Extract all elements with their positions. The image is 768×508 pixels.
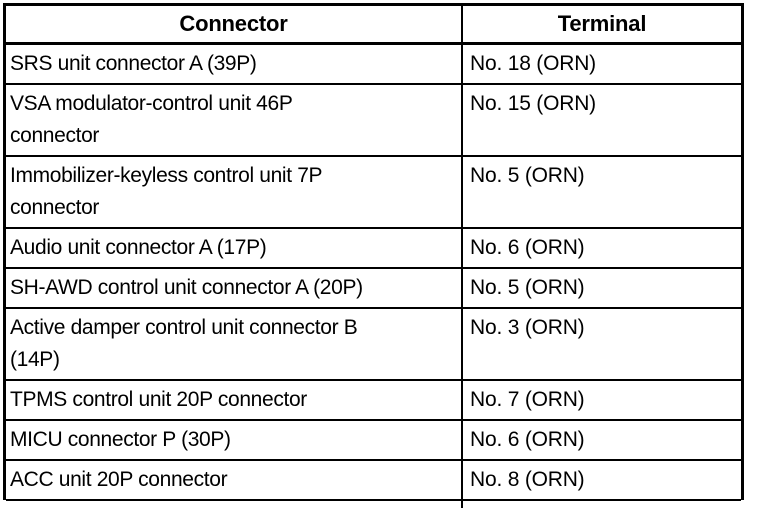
cell-connector: MICU connector P (30P) xyxy=(6,420,463,461)
table-row: SRS unit connector A (39P)No. 18 (ORN) xyxy=(6,43,741,85)
table-row: MICU connector P (30P)No. 6 (ORN) xyxy=(6,420,741,461)
table-header: Connector Terminal xyxy=(6,6,741,45)
cell-terminal: No. 5 (ORN) xyxy=(462,156,741,229)
table-row: Active damper control unit connector B (… xyxy=(6,308,741,381)
cell-connector: SH-AWD control unit connector A (20P) xyxy=(6,268,463,309)
cell-connector: TPMS control unit 20P connector xyxy=(6,380,463,421)
cell-connector: ACC unit 20P connector xyxy=(6,460,463,501)
cell-terminal: No. 6 (ORN) xyxy=(462,228,741,269)
table-body: SRS unit connector A (39P)No. 18 (ORN)VS… xyxy=(6,43,741,508)
cell-connector: Immobilizer-keyless control unit 7P conn… xyxy=(6,156,463,229)
table-header-row: Connector Terminal xyxy=(6,6,741,45)
cell-terminal: No. 6 (ORN) xyxy=(462,420,741,461)
cell-connector: Active damper control unit connector B (… xyxy=(6,308,463,381)
cell-terminal: No. 8 (ORN) xyxy=(462,460,741,501)
cell-terminal: No. 18 (ORN) xyxy=(462,43,741,85)
cell-connector: Audio unit connector A (17P) xyxy=(6,228,463,269)
cell-connector: VSA modulator-control unit 46P connector xyxy=(6,84,463,157)
cell-terminal: No. 7 (ORN) xyxy=(462,380,741,421)
table-row: Audio unit connector A (17P)No. 6 (ORN) xyxy=(6,228,741,269)
cell-terminal: No. 3 (ORN) xyxy=(462,308,741,381)
connector-terminal-table-container: Connector Terminal SRS unit connector A … xyxy=(3,3,744,508)
table-row: Immobilizer-keyless control unit 7P conn… xyxy=(6,156,741,229)
column-header-connector: Connector xyxy=(6,6,463,45)
cell-terminal: No. 15 (ORN) xyxy=(462,84,741,157)
table-row: VSA modulator-control unit 46P connector… xyxy=(6,84,741,157)
cell-terminal: No. 3 (ORN) xyxy=(462,500,741,508)
table-row: SH-AWD control unit connector A (20P)No.… xyxy=(6,268,741,309)
connector-terminal-table: Connector Terminal SRS unit connector A … xyxy=(6,6,741,508)
column-header-terminal: Terminal xyxy=(462,6,741,45)
table-row: Audio-navigation unit connector A (24P)N… xyxy=(6,500,741,508)
cell-terminal: No. 5 (ORN) xyxy=(462,268,741,309)
cell-connector: SRS unit connector A (39P) xyxy=(6,43,463,85)
cell-connector: Audio-navigation unit connector A (24P) xyxy=(6,500,463,508)
